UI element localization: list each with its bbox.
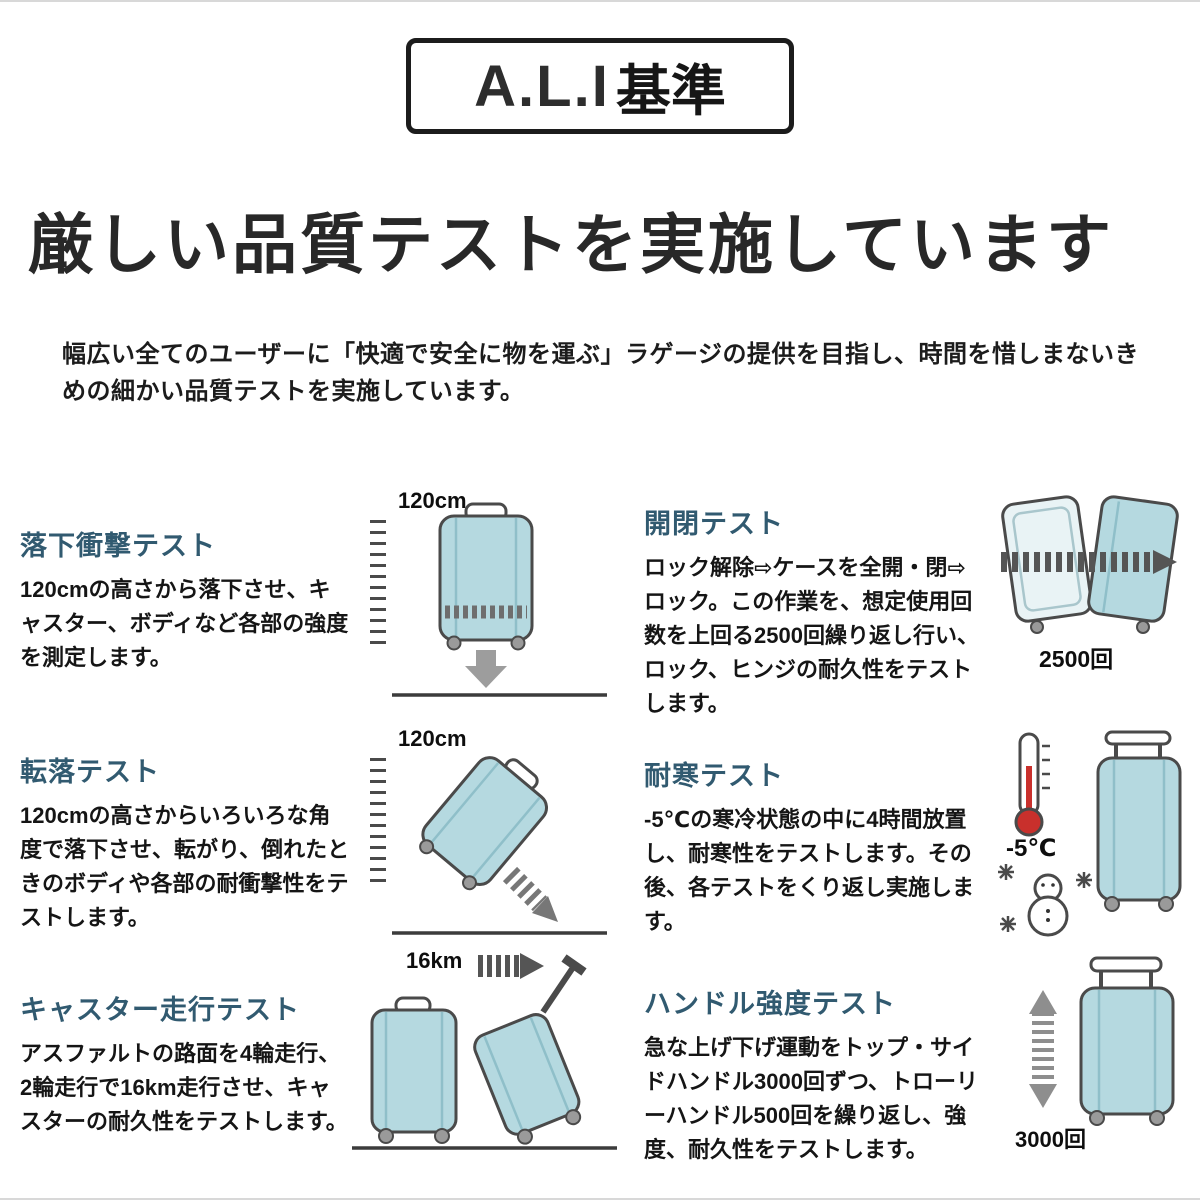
page-title: 厳しい品質テストを実施しています [28, 208, 1115, 281]
down-arrow-icon [465, 650, 507, 688]
test-description: ロック解除⇨ケースを全開・閉⇨ロック。この作業を、想定使用回数を上回る2500回… [644, 555, 979, 717]
drop-height-label: 120cm [398, 488, 467, 513]
right-arrow-icon [478, 953, 544, 979]
up-down-arrow-icon [1029, 990, 1057, 1108]
test-item-tumble: 転落テスト 120cmの高さからいろいろな角度で落下させ、転がり、倒れたときのボ… [20, 750, 352, 935]
handle-count-label: 3000回 [1015, 1127, 1086, 1152]
suitcase-drop-icon [370, 502, 607, 697]
test-item-cold: 耐寒テスト -5℃の寒冷状態の中に4時間放置し、耐寒性をテストします。その後、各… [644, 754, 986, 939]
distance-label: 16km [406, 948, 463, 973]
test-item-caster: キャスター走行テスト アスファルトの路面を4輪走行、2輪走行で16km走行させ、… [20, 988, 352, 1139]
thermometer-icon [1014, 732, 1050, 837]
suitcase-rolling-icon [352, 953, 617, 1150]
test-title: 耐寒テスト [644, 761, 784, 791]
suitcase-tumble-icon [370, 756, 607, 935]
tumble-test-illustration: 120cm [362, 726, 607, 938]
ali-standard-logo: A.L.I 基準 [406, 38, 794, 134]
snowflake-icon [998, 864, 1092, 932]
test-title: 開閉テスト [644, 509, 784, 539]
upright-suitcase-icon [370, 996, 458, 1144]
drop-test-illustration: 120cm [362, 488, 607, 700]
logo-brand-text: A.L.I [474, 53, 610, 119]
open-close-arrow-icon [1001, 550, 1177, 574]
test-title: 転落テスト [20, 757, 160, 787]
diagonal-arrow-icon [502, 866, 558, 922]
test-description: 120cmの高さから落下させ、キャスター、ボディなど各部の強度を測定します。 [20, 577, 349, 671]
handle-test-illustration: 3000回 [1015, 950, 1195, 1155]
open-close-count-label: 2500回 [1039, 646, 1114, 672]
test-title: 落下衝撃テスト [20, 531, 216, 561]
test-description: -5℃の寒冷状態の中に4時間放置し、耐寒性をテストします。その後、各テストをくり… [644, 807, 975, 935]
test-title: ハンドル強度テスト [644, 989, 896, 1019]
caster-test-illustration: 16km [352, 948, 617, 1162]
test-item-drop: 落下衝撃テスト 120cmの高さから落下させ、キャスター、ボディなど各部の強度を… [20, 524, 352, 675]
intro-text: 幅広い全てのユーザーに「快適で安全に物を運ぶ」ラゲージの提供を目指し、時間を惜し… [62, 341, 1140, 406]
test-item-handle: ハンドル強度テスト 急な上げ下げ運動をトップ・サイドハンドル3000回ずつ、トロ… [644, 982, 986, 1167]
trolley-handle-icon [1089, 956, 1163, 973]
test-description: 120cmの高さからいろいろな角度で落下させ、転がり、倒れたときのボディや各部の… [20, 803, 350, 931]
suitcase-icon [1079, 956, 1175, 1126]
open-close-test-illustration: 2500回 [985, 488, 1195, 688]
suitcase-icon [1096, 730, 1182, 912]
suitcase-open-close-icon [1001, 495, 1179, 634]
temperature-label: -5℃ [1006, 835, 1057, 862]
suitcase-icon [438, 502, 534, 651]
test-title: キャスター走行テスト [20, 995, 300, 1025]
thermometer-snowman-suitcase-icon [998, 730, 1182, 937]
test-description: アスファルトの路面を4輪走行、2輪走行で16km走行させ、キャスターの耐久性をテ… [20, 1041, 348, 1135]
tilted-suitcase-icon [473, 954, 587, 1145]
test-item-open-close: 開閉テスト ロック解除⇨ケースを全開・閉⇨ロック。この作業を、想定使用回数を上回… [644, 502, 986, 721]
tilted-suitcase-icon [419, 756, 549, 891]
suitcase-handle-icon [1029, 956, 1175, 1126]
test-description: 急な上げ下げ運動をトップ・サイドハンドル3000回ずつ、トローリーハンドル500… [644, 1035, 979, 1163]
cold-test-illustration: -5℃ [992, 730, 1197, 940]
snowman-icon [1027, 873, 1069, 937]
trolley-handle-icon [540, 964, 577, 1014]
logo-suffix-text: 基準 [615, 60, 726, 122]
tumble-height-label: 120cm [398, 726, 467, 751]
